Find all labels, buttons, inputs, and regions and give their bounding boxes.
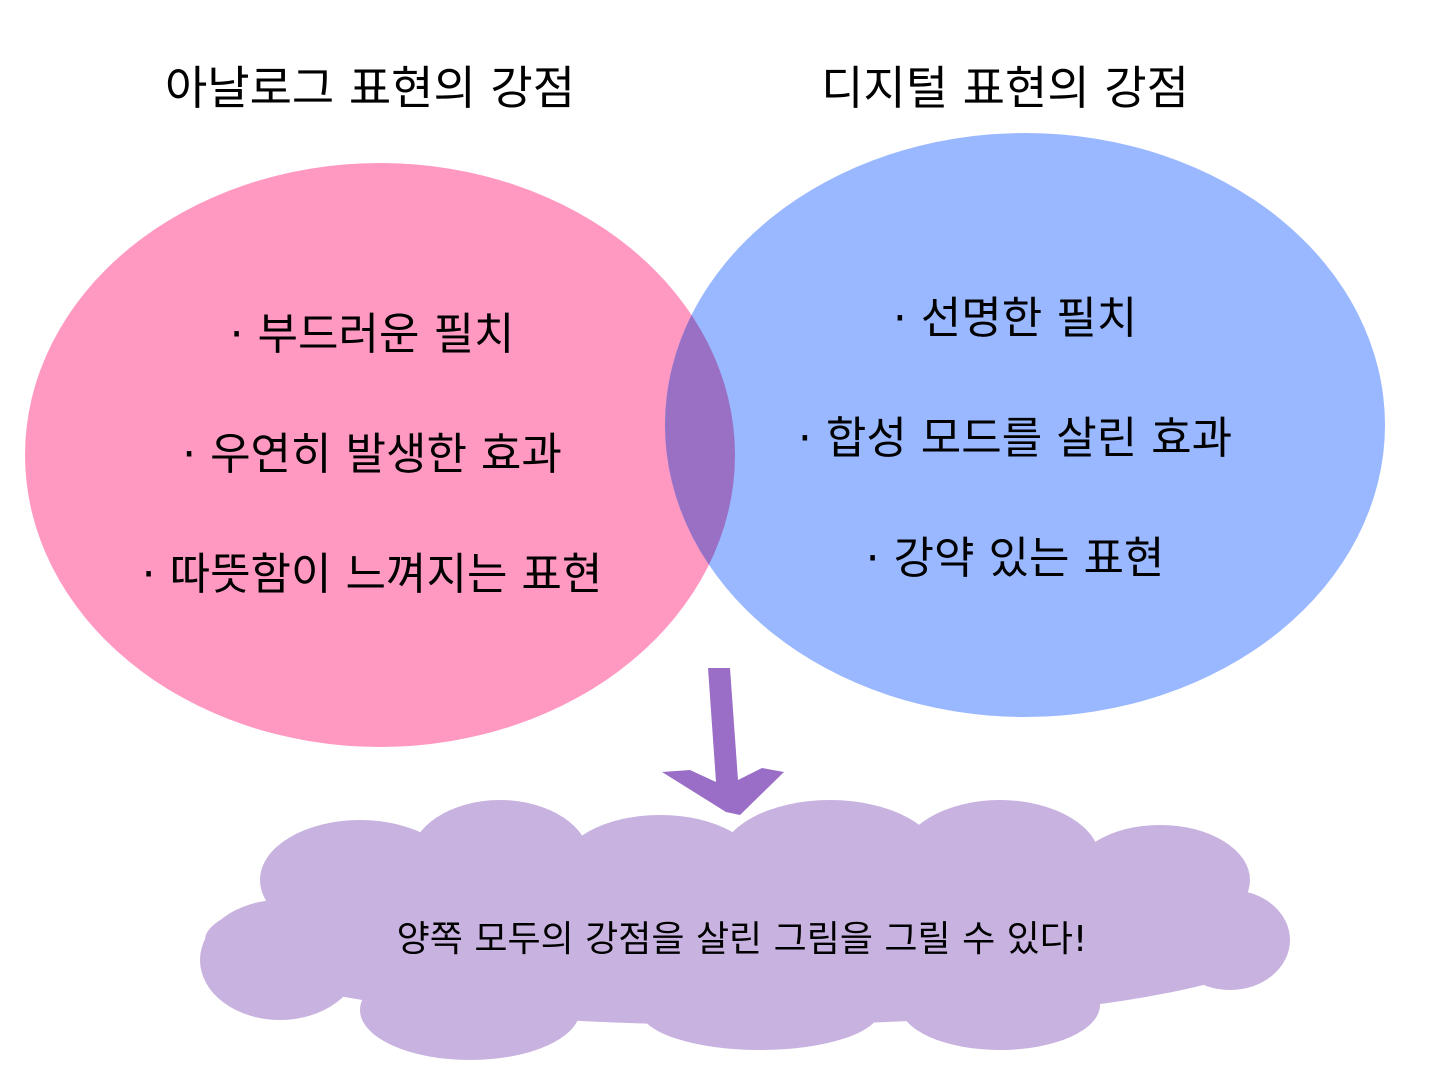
digital-item: · 선명한 필치 bbox=[892, 293, 1138, 344]
digital-title: 디지털 표현의 강점 bbox=[821, 61, 1189, 115]
digital-item: · 합성 모드를 살린 효과 bbox=[797, 413, 1233, 464]
result-text: 양쪽 모두의 강점을 살린 그림을 그릴 수 있다! bbox=[396, 919, 1088, 960]
analog-blob bbox=[25, 163, 735, 747]
analog-title: 아날로그 표현의 강점 bbox=[164, 61, 576, 115]
result-cloud bbox=[200, 800, 1290, 1060]
down-arrow bbox=[662, 668, 784, 815]
analog-item: · 따뜻함이 느껴지는 표현 bbox=[141, 549, 603, 600]
digital-blob bbox=[665, 133, 1385, 717]
analog-item: · 부드러운 필치 bbox=[229, 309, 515, 360]
digital-item: · 강약 있는 표현 bbox=[865, 533, 1165, 584]
analog-item: · 우연히 발생한 효과 bbox=[182, 429, 562, 480]
